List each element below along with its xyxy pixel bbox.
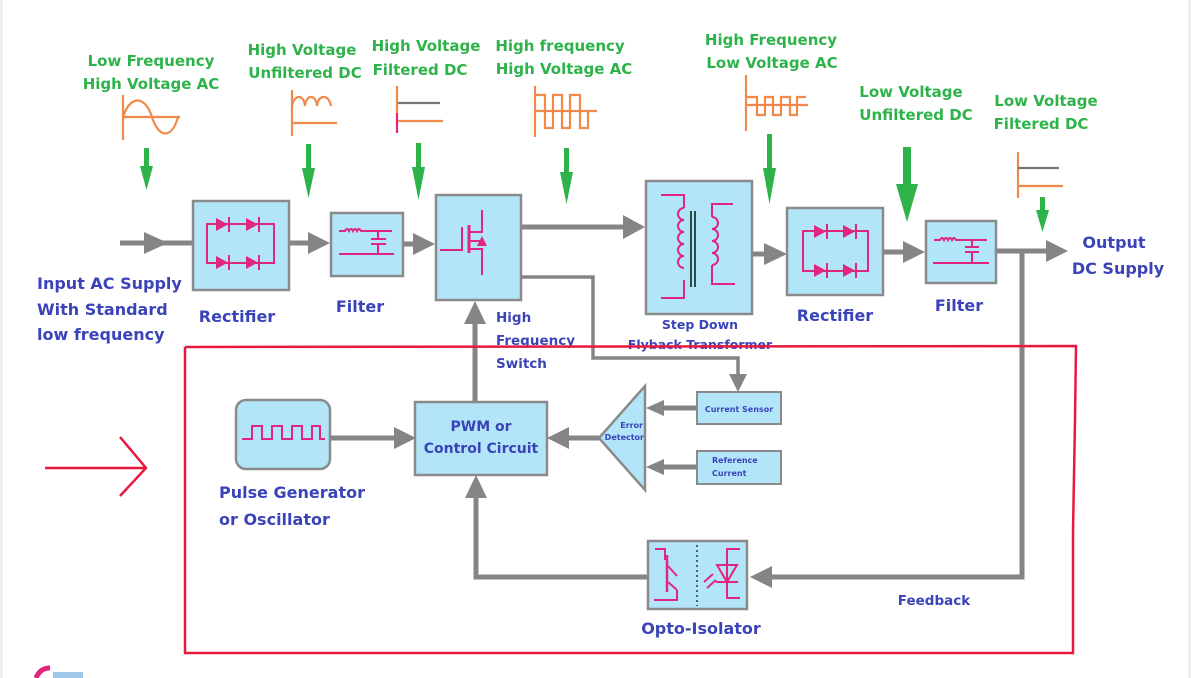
green-arrow-5 [763, 134, 776, 204]
high-frequency-switch-block [434, 193, 523, 302]
green-arrow-1 [140, 148, 153, 190]
square-pulse-icon [242, 425, 325, 440]
opto-isolator-block: Opto-Isolator [641, 539, 761, 638]
green-arrow-2 [302, 144, 315, 198]
transformer-icon [661, 194, 735, 299]
pwm-control-circuit-block: PWM or Control Circuit [413, 400, 549, 477]
input-label-line1: Input AC Supply [37, 274, 182, 293]
pulse-label-line2: or Oscillator [219, 510, 330, 529]
wave-label-2-line1: High Voltage [248, 41, 357, 59]
pulse-generator-block: Pulse Generator or Oscillator [219, 398, 365, 529]
output-dc-supply-label: Output DC Supply [1072, 233, 1165, 278]
flyback-transformer-block [644, 179, 754, 316]
wave-label-7: Low Voltage Filtered DC [994, 92, 1098, 133]
hf-hv-square-wave-icon [533, 86, 597, 137]
wave-label-2-line2: Unfiltered DC [248, 64, 361, 82]
green-arrow-4 [560, 148, 573, 204]
wave-label-4-line2: High Voltage AC [496, 60, 633, 78]
rectifier-1-block: Rectifier [191, 199, 291, 326]
opto-isolator-label: Opto-Isolator [641, 619, 761, 638]
wave-label-3-line1: High Voltage [372, 37, 481, 55]
hf-lv-square-wave-icon [744, 75, 808, 131]
filter-2-block: Filter [924, 219, 998, 315]
wave-label-7-line2: Filtered DC [994, 115, 1089, 133]
lv-filtered-dc-wave-icon [1016, 152, 1063, 198]
wave-label-1-line2: High Voltage AC [83, 75, 220, 93]
reference-label-line2: Current [712, 469, 747, 478]
input-label-line3: low frequency [37, 325, 165, 344]
wave-label-4-line1: High frequency [495, 37, 625, 55]
transformer-label-line1: Step Down [662, 317, 738, 332]
filter-1-block: Filter [329, 211, 405, 316]
wave-label-2: High Voltage Unfiltered DC [248, 41, 362, 82]
switch-label-line3: Switch [496, 356, 547, 372]
switch-label-line1: High [496, 310, 531, 326]
transformer-label-line2: Flyback Transformer [628, 337, 773, 352]
feedback-label: Feedback [898, 593, 971, 609]
control-wires [330, 251, 1025, 588]
reference-label-line1: Reference [712, 456, 758, 465]
pwm-label-line2: Control Circuit [424, 441, 539, 457]
wave-label-3: High Voltage Filtered DC [372, 37, 481, 79]
green-arrow-7 [1036, 197, 1049, 232]
wave-label-5: High Frequency Low Voltage AC [705, 31, 838, 72]
switch-label-line2: Frequency [496, 333, 575, 349]
error-detector-block: Error Detector [597, 382, 647, 494]
wave-label-4: High frequency High Voltage AC [495, 37, 632, 78]
error-detector-label-line2: Detector [605, 433, 644, 442]
pwm-label-line1: PWM or [450, 419, 511, 435]
wave-label-6-line1: Low Voltage [859, 83, 962, 101]
wave-label-5-line1: High Frequency [705, 31, 837, 49]
filtered-dc-wave-icon [395, 86, 443, 133]
output-label-line2: DC Supply [1072, 259, 1165, 278]
right-edge [1188, 0, 1191, 678]
wave-label-6: Low Voltage Unfiltered DC [859, 83, 972, 124]
green-arrow-3 [412, 143, 425, 200]
current-sensor-label: Current Sensor [705, 405, 773, 414]
reference-current-block: Reference Current [696, 450, 782, 485]
wave-label-5-line2: Low Voltage AC [706, 54, 837, 72]
output-label-line1: Output [1082, 233, 1145, 252]
input-label-line2: With Standard [37, 300, 168, 319]
lc-filter-2-icon [933, 237, 989, 264]
red-pointer-arrow-icon [45, 436, 148, 497]
green-arrow-6 [896, 147, 918, 222]
input-ac-supply-label: Input AC Supply With Standard low freque… [37, 274, 182, 344]
error-detector-label-line1: Error [620, 421, 643, 430]
wave-label-6-line2: Unfiltered DC [859, 106, 972, 124]
lc-filter-icon [339, 228, 394, 255]
wave-label-3-line2: Filtered DC [373, 61, 468, 79]
switch-label: High Frequency Switch [496, 310, 575, 372]
bridge-rectifier-2-icon [802, 224, 869, 278]
red-highlight-box [183, 344, 1078, 655]
current-sensor-block: Current Sensor [696, 391, 782, 425]
wave-label-1: Low Frequency High Voltage AC [83, 52, 220, 93]
main-power-wires [120, 215, 1068, 265]
pulse-label-line1: Pulse Generator [219, 483, 365, 502]
rectifier-2-block: Rectifier [785, 206, 885, 325]
wave-label-7-line1: Low Voltage [994, 92, 1097, 110]
filter-2-label: Filter [935, 296, 983, 315]
filter-1-label: Filter [336, 297, 384, 316]
transformer-label: Step Down Flyback Transformer [628, 317, 773, 352]
mosfet-icon [440, 210, 487, 275]
opto-isolator-icon [654, 545, 740, 606]
unfiltered-dc-wave-icon [290, 90, 337, 136]
bridge-rectifier-icon [206, 217, 275, 270]
partial-logo-icon [33, 665, 83, 678]
wave-label-1-line1: Low Frequency [88, 52, 215, 70]
left-edge [0, 0, 3, 678]
rectifier-2-label: Rectifier [797, 306, 874, 325]
rectifier-1-label: Rectifier [199, 307, 276, 326]
sine-wave-icon [121, 95, 180, 140]
